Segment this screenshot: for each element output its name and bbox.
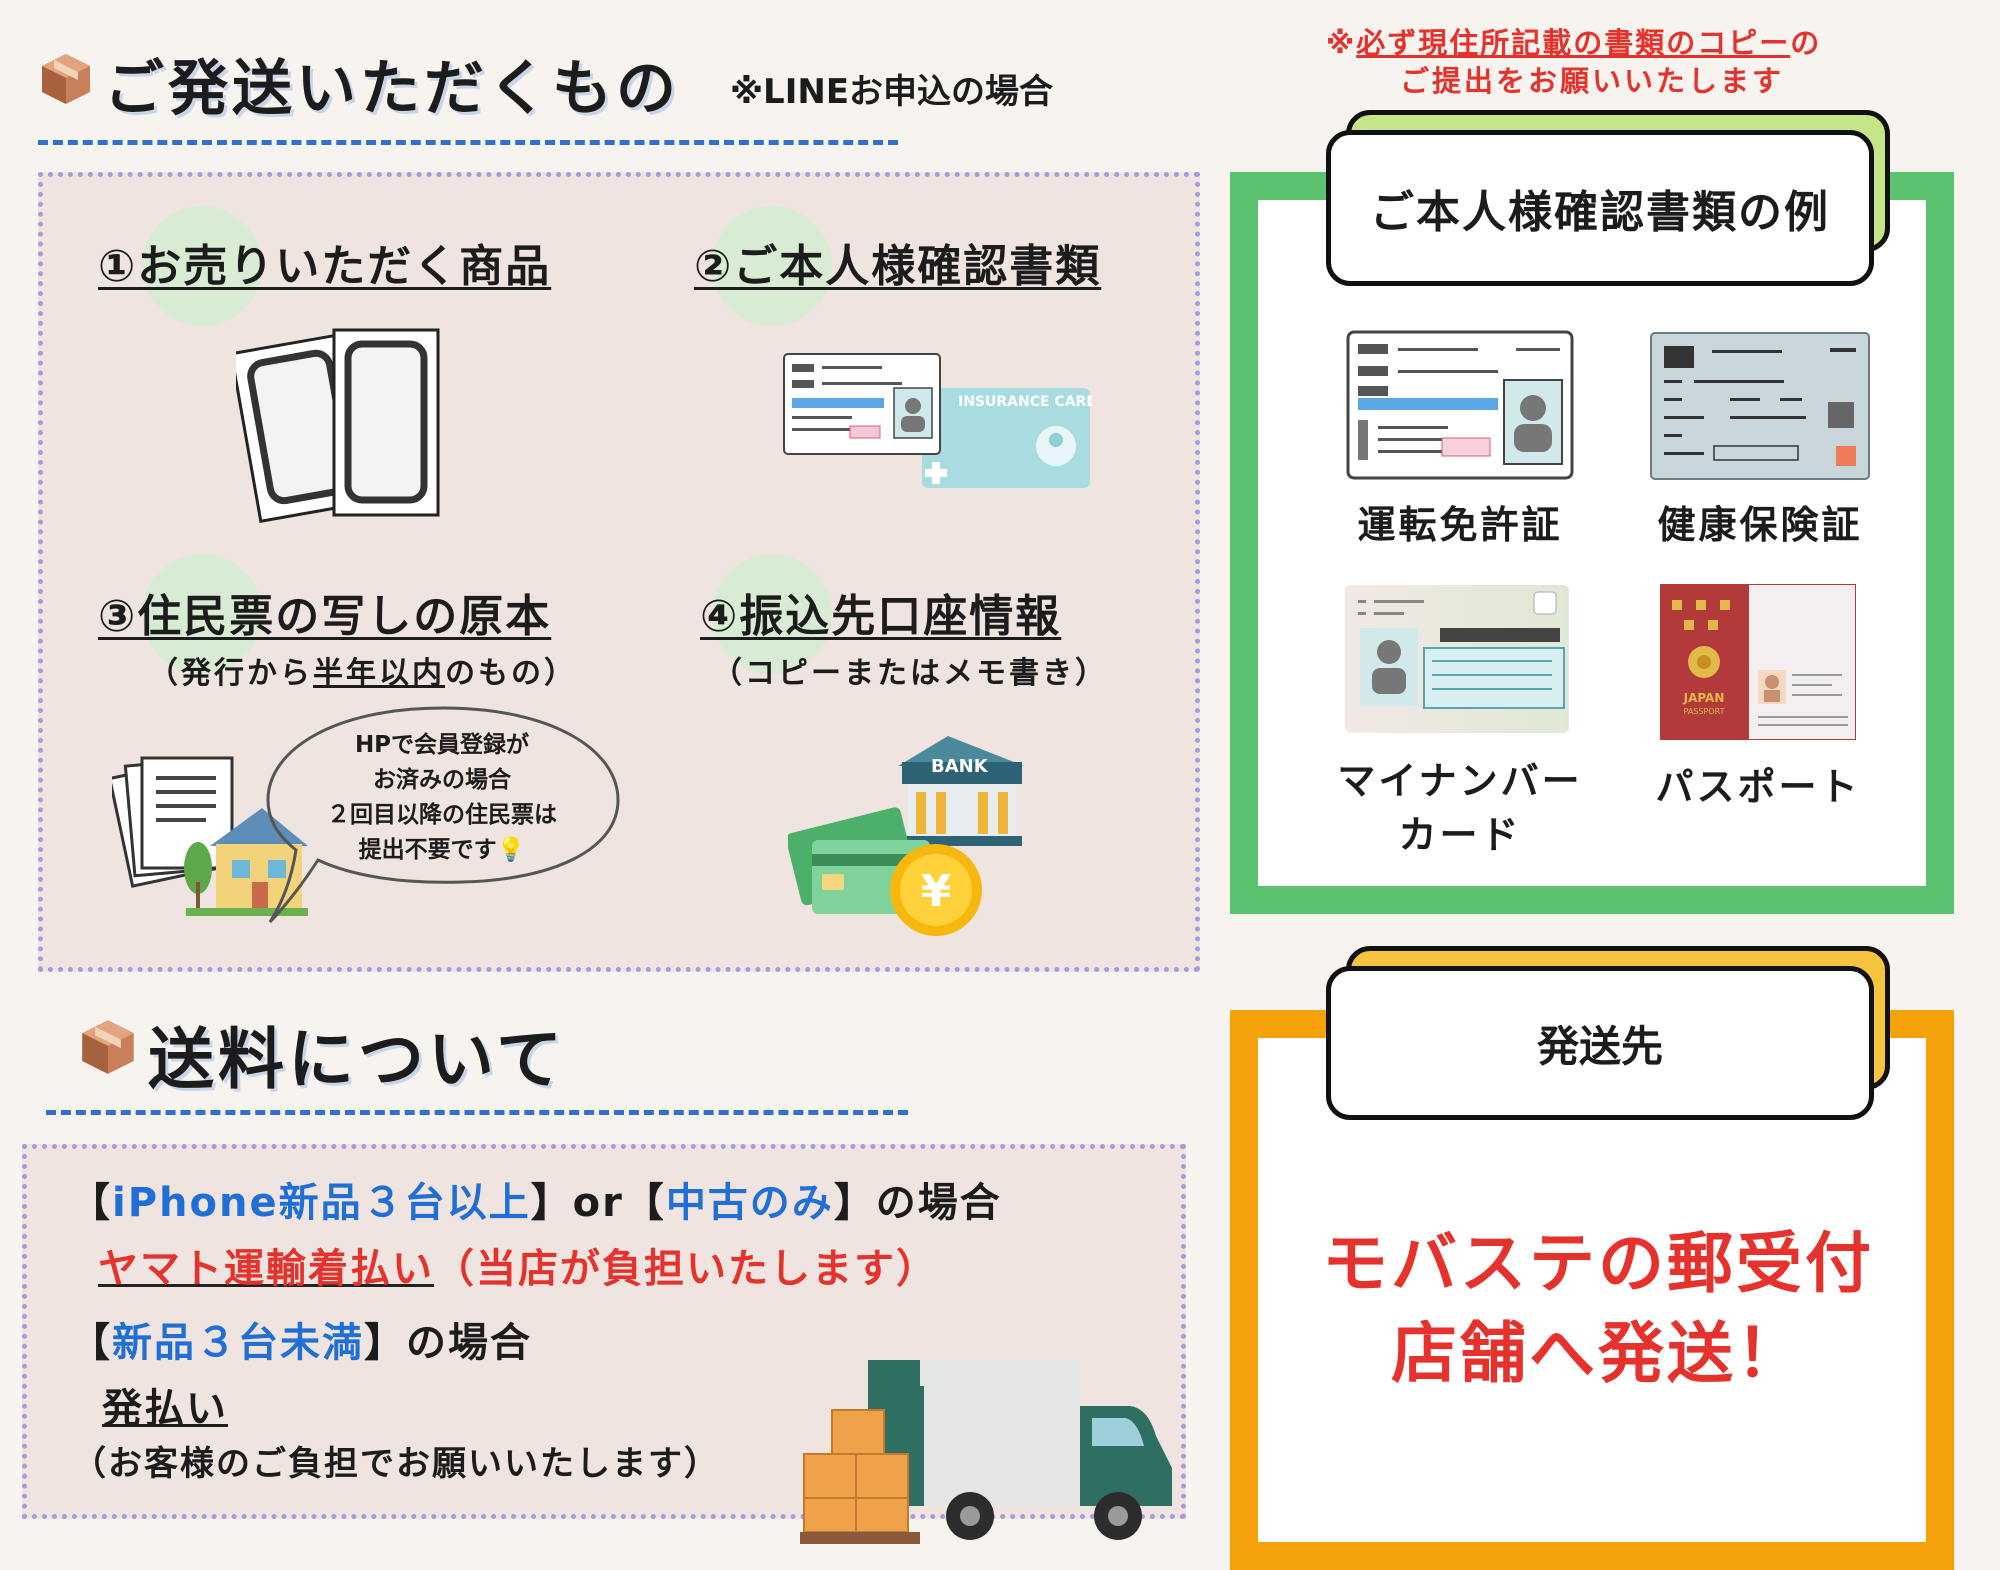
drivers-license-icon [1346, 330, 1574, 480]
divider [38, 140, 898, 145]
yen-sign: ¥ [921, 866, 952, 917]
shipping-line-5: （お客様のご負担でお願いいたします） [72, 1444, 720, 1484]
bank-sign-text: BANK [931, 756, 989, 777]
l3b: 新品３台未満 [112, 1320, 364, 1366]
passport-icon: JAPAN PASSPORT [1660, 583, 1857, 741]
section-title-items: ご発送いただくもの [104, 54, 680, 124]
notice-line-1: ※必ず現住所記載の書類のコピーの [1326, 20, 1821, 62]
documents-house-icon [107, 752, 312, 922]
highlight-circle [712, 554, 832, 674]
divider [46, 1110, 908, 1115]
smartphone-icon [229, 322, 446, 532]
health-insurance-label: 健康保険証 [1657, 503, 1863, 547]
l3c: 】の場合 [364, 1320, 532, 1366]
shipping-line-4: 発払い [102, 1386, 228, 1432]
package-icon [78, 1016, 138, 1076]
sub-a: （発行から [148, 656, 313, 691]
id-card-icon: INSURANCE CARD [782, 350, 1098, 500]
highlight-circle [142, 206, 262, 326]
sub-b: 半年以内 [313, 656, 445, 691]
id-examples-box [1230, 172, 1954, 914]
shipping-line-3: 【新品３台未満】の場合 [70, 1310, 532, 1368]
bubble-line-2: お済みの場合 [373, 767, 511, 793]
delivery-truck-icon [800, 1356, 1180, 1545]
l1b: iPhone新品３台以上 [112, 1180, 531, 1226]
insurance-card-text: INSURANCE CARD [958, 394, 1092, 410]
l1a: 【 [70, 1180, 112, 1226]
item-4-subtitle: （コピーまたはメモ書き） [712, 656, 1108, 691]
my-number-label-1: マイナンバー [1337, 759, 1583, 803]
id-examples-title: ご本人様確認書類の例 [1326, 130, 1874, 286]
package-icon [38, 50, 94, 106]
passport-word-text: PASSPORT [1684, 707, 1725, 716]
highlight-circle [712, 206, 832, 326]
n1a: ※ [1326, 26, 1357, 60]
l1e: 】の場合 [833, 1180, 1002, 1226]
highlight-circle [142, 554, 262, 674]
health-insurance-card-icon [1650, 332, 1870, 480]
speech-bubble: HPで会員登録が お済みの場合 ２回目以降の住民票は 提出不要です💡 [262, 700, 624, 926]
shipping-line-2: ヤマト運輸着払い（当店が負担いたします） [98, 1236, 938, 1294]
sub-c: のもの） [445, 656, 577, 691]
item-2-title: ②ご本人様確認書類 [694, 241, 1102, 292]
bubble-line-3: ２回目以降の住民票は [327, 802, 557, 828]
n1b: 必ず現住所記載の書類のコピー [1356, 26, 1791, 60]
my-number-label: マイナンバー カード [1330, 754, 1590, 862]
line-note: ※LINEお申込の場合 [730, 72, 1054, 112]
l1c: 】or【 [530, 1180, 666, 1226]
n1c: の [1790, 26, 1822, 60]
passport-label: パスポート [1655, 765, 1861, 809]
ship-destination-line-2: 店舗へ発送！ [1391, 1315, 1805, 1392]
bank-card-icon: BANK ¥ [785, 732, 1028, 942]
item-1-title: ①お売りいただく商品 [98, 241, 552, 292]
passport-country-text: JAPAN [1683, 691, 1725, 705]
l3a: 【 [70, 1320, 112, 1366]
ship-destination-title: 発送先 [1326, 966, 1874, 1120]
bubble-line-1: HPで会員登録が [354, 732, 530, 758]
item-4-title: ④振込先口座情報 [700, 591, 1062, 642]
item-3-title: ③住民票の写しの原本 [98, 591, 552, 642]
drivers-license-label: 運転免許証 [1357, 503, 1563, 547]
bubble-line-4: 提出不要です💡 [358, 837, 526, 863]
item-3-subtitle: （発行から半年以内のもの） [148, 648, 577, 692]
my-number-card-icon [1344, 584, 1570, 734]
l1d: 中古のみ [665, 1180, 834, 1226]
section-title-shipping: 送料について [148, 1021, 567, 1098]
ship-destination-line-1: モバステの郵受付 [1322, 1225, 1874, 1302]
shipping-line-1: 【iPhone新品３台以上】or【中古のみ】の場合 [70, 1170, 1002, 1228]
l2b: （当店が負担いたします） [434, 1246, 938, 1292]
l2a: ヤマト運輸着払い [98, 1246, 434, 1292]
notice-line-2: ご提出をお願いいたします [1400, 64, 1785, 98]
my-number-label-2: カード [1398, 813, 1522, 857]
